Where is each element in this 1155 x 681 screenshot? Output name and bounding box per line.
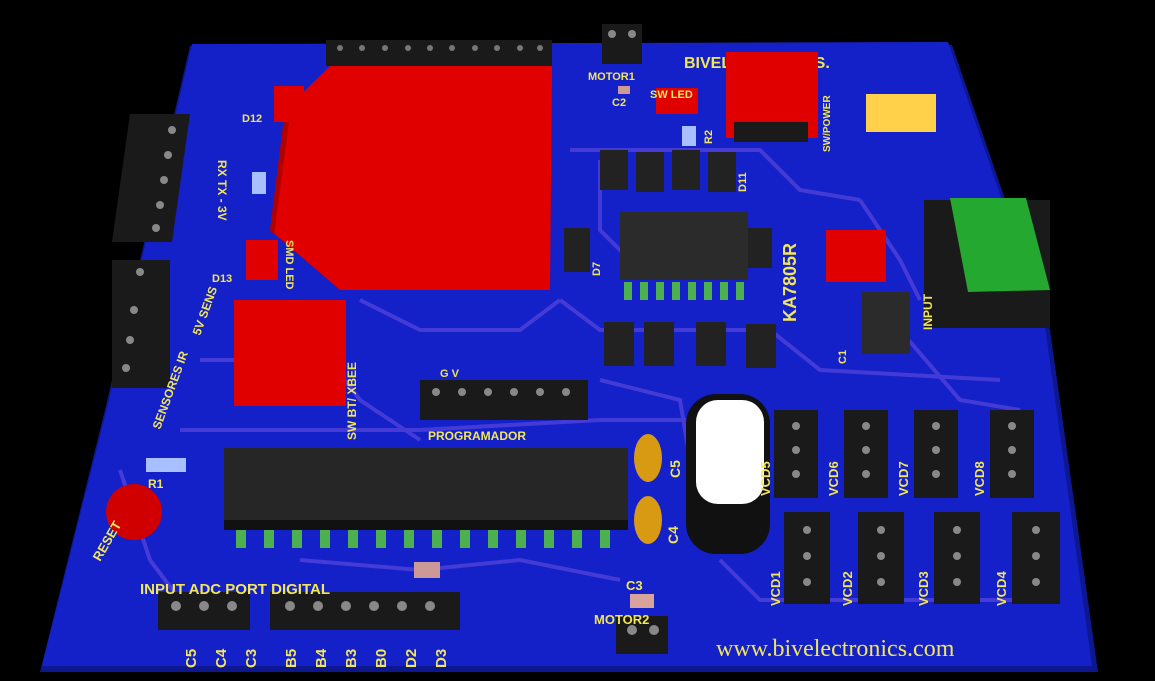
diode-row-top [600,150,736,192]
rxtx-connector [111,114,190,242]
pin-d2: D2 [403,649,420,668]
reset-button [106,484,162,540]
label-c3: C3 [626,578,643,593]
label-rxtx: RX TX - 3V [215,160,229,221]
cap-c5 [634,434,662,482]
label-c1: C1 [837,350,849,364]
label-motor2: MOTOR2 [594,612,649,627]
label-vcd2: VCD2 [840,571,855,606]
label-swbt: SW BT/ XBEE [345,362,359,440]
cap-c4 [634,496,662,544]
label-c5: C5 [667,460,683,478]
microcontroller [224,448,628,524]
radio-module-side [270,110,290,235]
led-d13 [246,240,278,280]
label-swled: SW LED [650,89,693,101]
label-vcd7: VCD7 [896,461,911,496]
pin-c5: C5 [183,649,200,668]
pin-d3: D3 [433,649,450,668]
resistor-misc [414,562,440,578]
label-r2: R2 [703,130,715,144]
regulator-red [826,230,886,282]
label-prog-pins: G V [440,368,460,380]
label-programador: PROGRAMADOR [428,429,526,443]
pin-b4: B4 [313,648,330,668]
label-vcd4: VCD4 [994,571,1009,606]
diode-d7 [564,228,590,272]
label-vcd6: VCD6 [826,461,841,496]
motor2-connector [616,616,668,654]
label-c2: C2 [612,97,626,109]
header-top [326,40,552,66]
sw-bt-xbee [234,300,346,406]
label-input-port: INPUT ADC PORT DIGITAL [140,581,330,598]
header-top-pins [337,45,543,51]
label-d13: D13 [212,273,232,285]
programmer-header [420,380,588,420]
motor1-connector [602,24,642,64]
website-text: www.bivelectronics.com [716,636,955,662]
pin-b3: B3 [343,649,360,668]
motor-driver-ic [620,212,748,280]
label-r1: R1 [148,477,164,491]
label-c4: C4 [665,526,681,544]
label-d12: D12 [242,113,262,125]
pin-c4: C4 [213,648,230,668]
pin-b0: B0 [373,649,390,668]
pin-c3: C3 [243,649,260,668]
led-d12 [274,86,304,122]
label-vcd8: VCD8 [972,461,987,496]
digital-header [270,592,460,630]
cap-c3-part [630,594,654,608]
label-vcd1: VCD1 [768,571,783,606]
label-motor1: MOTOR1 [588,71,635,83]
resistor-r1 [146,458,186,472]
radio-module [270,66,552,290]
label-regulator: KA7805R [780,243,800,322]
label-d7: D7 [591,262,603,276]
sensors-connector [112,260,170,388]
label-d11: D11 [737,172,749,192]
label-smd-led: SMD LED [283,240,295,290]
pin-labels: C5 C4 C3 B5 B4 B3 B0 D2 D3 [183,648,450,668]
vcd-row-bottom [784,512,1060,604]
diode-row-bottom [604,322,776,368]
sw-led-switch [656,88,698,114]
yellow-component [866,94,936,132]
pin-b5: B5 [283,649,300,668]
label-swpower: SW/POWER [822,95,833,152]
label-vcd5: VCD5 [758,461,773,496]
label-input: INPUT [921,293,935,330]
label-vcd3: VCD3 [916,571,931,606]
